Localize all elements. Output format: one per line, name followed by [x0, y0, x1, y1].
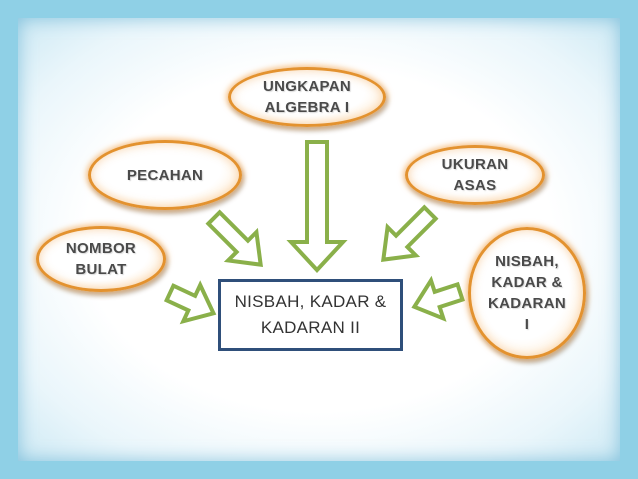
arrow-left	[411, 275, 465, 322]
arrow-down-left	[381, 204, 439, 262]
center-box: NISBAH, KADAR & KADARAN II	[218, 279, 403, 351]
arrow-right	[163, 280, 217, 325]
node-pecahan-label: PECAHAN	[126, 166, 204, 184]
node-ungkapan-label: UNGKAPAN ALGEBRA I	[263, 78, 351, 116]
node-nisbah-label: NISBAH, KADAR & KADARAN I	[488, 253, 566, 333]
arrow-down	[286, 140, 348, 273]
node-ukuran-asas: UKURAN ASAS	[405, 145, 545, 205]
node-ukuran-label: UKURAN ASAS	[441, 156, 509, 194]
node-ungkapan-algebra: UNGKAPAN ALGEBRA I	[228, 67, 386, 127]
node-nombor-bulat: NOMBOR BULAT	[36, 226, 166, 292]
node-nisbah-kadar-1: NISBAH, KADAR & KADARAN I	[468, 227, 586, 359]
node-pecahan: PECAHAN	[88, 140, 242, 210]
arrow-down-right	[205, 209, 263, 267]
center-label: NISBAH, KADAR & KADARAN II	[234, 292, 387, 337]
node-nombor-label: NOMBOR BULAT	[65, 240, 137, 278]
